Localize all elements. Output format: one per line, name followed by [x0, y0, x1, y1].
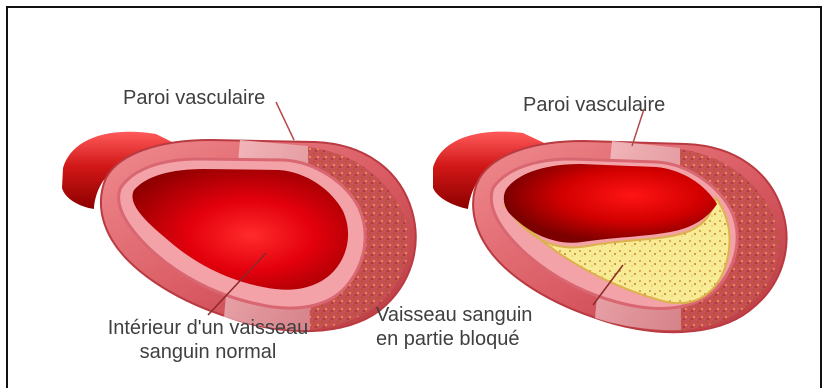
right-bottom-label-line-1: Vaisseau sanguin	[376, 303, 626, 327]
blocked-vessel-illustration	[433, 109, 787, 332]
right-bottom-label-line-2: en partie bloqué	[376, 327, 626, 351]
left-bottom-label-line-2: sanguin normal	[63, 340, 353, 364]
left-top-label: Paroi vasculaire	[123, 86, 265, 110]
right-bottom-label: Vaisseau sanguin en partie bloqué	[376, 303, 626, 351]
left-top-pointer-line	[276, 102, 294, 140]
normal-vessel-illustration	[62, 102, 416, 331]
left-bottom-label: Intérieur d'un vaisseau sanguin normal	[63, 316, 353, 364]
right-top-label: Paroi vasculaire	[523, 93, 665, 117]
left-bottom-label-line-1: Intérieur d'un vaisseau	[63, 316, 353, 340]
diagram-frame: Paroi vasculaire Paroi vasculaire Intéri…	[6, 6, 822, 388]
